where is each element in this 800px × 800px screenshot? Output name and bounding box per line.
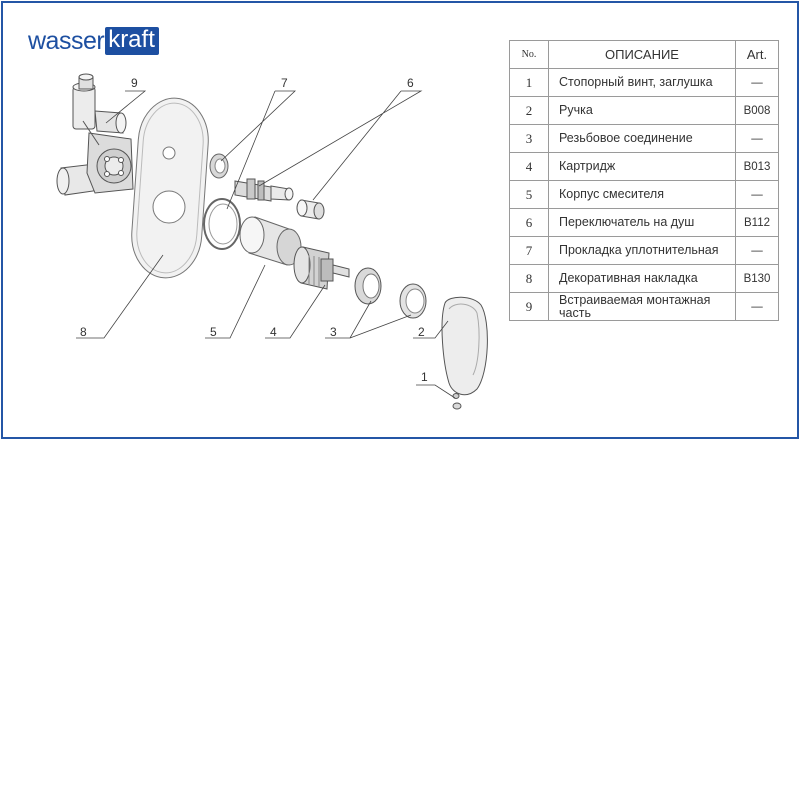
row-article: B130 — [735, 264, 779, 293]
header-article: Art. — [735, 40, 779, 69]
parts-table: No. ОПИСАНИЕ Art. 1 Стопорный винт, загл… — [509, 40, 779, 321]
table-row: 9 Встраиваемая монтажная часть — — [509, 292, 779, 321]
row-no: 2 — [509, 96, 549, 125]
table-row: 8 Декоративная накладка B130 — [509, 264, 779, 293]
row-description: Стопорный винт, заглушка — [548, 68, 736, 97]
brand-logo-text-box: kraft — [105, 27, 159, 55]
row-no: 6 — [509, 208, 549, 237]
table-row: 3 Резьбовое соединение — — [509, 124, 779, 153]
callout-numbers: 9 8 7 6 5 4 3 2 1 — [80, 76, 428, 384]
row-no: 5 — [509, 180, 549, 209]
handle-icon — [441, 296, 488, 396]
row-article: B008 — [735, 96, 779, 125]
table-row: 7 Прокладка уплотнительная — — [509, 236, 779, 265]
table-row: 5 Корпус смесителя — — [509, 180, 779, 209]
callout-7: 7 — [281, 76, 288, 90]
leader-lines — [76, 90, 456, 399]
row-article: B112 — [735, 208, 779, 237]
cartridge-icon — [293, 246, 350, 290]
screw-icon — [452, 393, 462, 410]
row-description: Ручка — [548, 96, 736, 125]
diverter-icon — [234, 178, 325, 220]
row-no: 8 — [509, 264, 549, 293]
row-article: — — [735, 124, 779, 153]
row-no: 1 — [509, 68, 549, 97]
callout-1: 1 — [421, 370, 428, 384]
row-article: — — [735, 68, 779, 97]
brand-logo-text-main: wasser — [28, 27, 105, 55]
row-no: 7 — [509, 236, 549, 265]
exploded-view-drawing: 9 8 7 6 5 4 3 2 1 — [56, 73, 488, 410]
table-row: 4 Картридж B013 — [509, 152, 779, 181]
row-no: 9 — [509, 292, 549, 321]
cover-plate-icon — [131, 97, 209, 279]
table-row: 1 Стопорный винт, заглушка — — [509, 68, 779, 97]
callout-5: 5 — [210, 325, 217, 339]
row-no: 4 — [509, 152, 549, 181]
row-description: Переключатель на душ — [548, 208, 736, 237]
row-no: 3 — [509, 124, 549, 153]
table-row: 6 Переключатель на душ B112 — [509, 208, 779, 237]
row-description: Прокладка уплотнительная — [548, 236, 736, 265]
callout-6: 6 — [407, 76, 414, 90]
callout-3: 3 — [330, 325, 337, 339]
row-description: Резьбовое соединение — [548, 124, 736, 153]
threaded-connection-icon — [354, 267, 427, 319]
row-article: — — [735, 180, 779, 209]
table-row: 2 Ручка B008 — [509, 96, 779, 125]
gasket-ring-icon — [203, 153, 241, 250]
callout-8: 8 — [80, 325, 87, 339]
row-article: B013 — [735, 152, 779, 181]
row-description: Встраиваемая монтажная часть — [548, 292, 736, 321]
callout-4: 4 — [270, 325, 277, 339]
callout-9: 9 — [131, 76, 138, 90]
row-article: — — [735, 292, 779, 321]
row-description: Картридж — [548, 152, 736, 181]
row-description: Корпус смесителя — [548, 180, 736, 209]
header-description: ОПИСАНИЕ — [548, 40, 736, 69]
sleeve-icon — [239, 216, 302, 266]
header-no: No. — [509, 40, 549, 69]
callout-2: 2 — [418, 325, 425, 339]
parts-table-header: No. ОПИСАНИЕ Art. — [509, 40, 779, 69]
row-article: — — [735, 236, 779, 265]
row-description: Декоративная накладка — [548, 264, 736, 293]
mounting-body-icon — [56, 73, 134, 196]
